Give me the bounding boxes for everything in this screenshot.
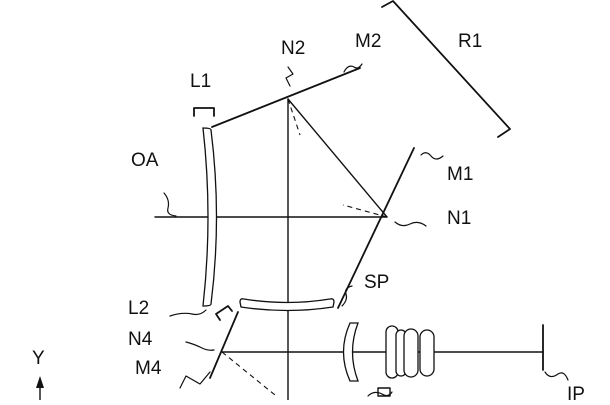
mirror-m1 (337, 147, 415, 309)
leader-m1 (420, 152, 444, 160)
label-n4: N4 (128, 329, 153, 350)
label-l1: L1 (190, 71, 211, 92)
l2-bracket (215, 305, 233, 321)
leader-m2 (343, 63, 363, 73)
leader-l2 (169, 309, 207, 317)
y-axis-arrowhead (36, 376, 44, 388)
dashed-ray-n2 (287, 98, 301, 136)
dashed-ray-n1 (342, 204, 388, 218)
label-n1: N1 (447, 208, 471, 229)
lens-l3d (403, 328, 419, 378)
label-oa: OA (131, 150, 159, 171)
label-ip: IP (567, 384, 585, 400)
label-y: Y (32, 348, 45, 369)
dashed-ray-n4 (221, 351, 276, 396)
lens-l1 (202, 127, 218, 307)
leader-n4 (185, 341, 215, 351)
label-n2: N2 (281, 38, 305, 59)
label-r1: R1 (458, 31, 482, 52)
leader-sp (341, 285, 353, 307)
l1-bracket (193, 107, 215, 117)
label-sp: SP (364, 272, 389, 293)
label-m4: M4 (135, 358, 162, 379)
lens-l3a (342, 322, 359, 382)
label-l2: L2 (128, 298, 149, 319)
r1-bracket (381, 0, 511, 138)
leader-m4 (179, 371, 211, 389)
leader-ip (544, 371, 569, 381)
lens-l3e (419, 329, 435, 377)
leader-oa (163, 192, 177, 217)
label-m2: M2 (355, 31, 381, 52)
ray-n2-n1 (287, 98, 388, 218)
leader-n1 (394, 221, 427, 227)
mirror-m2 (211, 67, 361, 128)
leader-n2 (285, 66, 294, 87)
lens-l2 (239, 298, 335, 312)
mirror-m4 (209, 311, 239, 379)
label-m1: M1 (447, 164, 473, 185)
lower-bracket (377, 387, 391, 397)
